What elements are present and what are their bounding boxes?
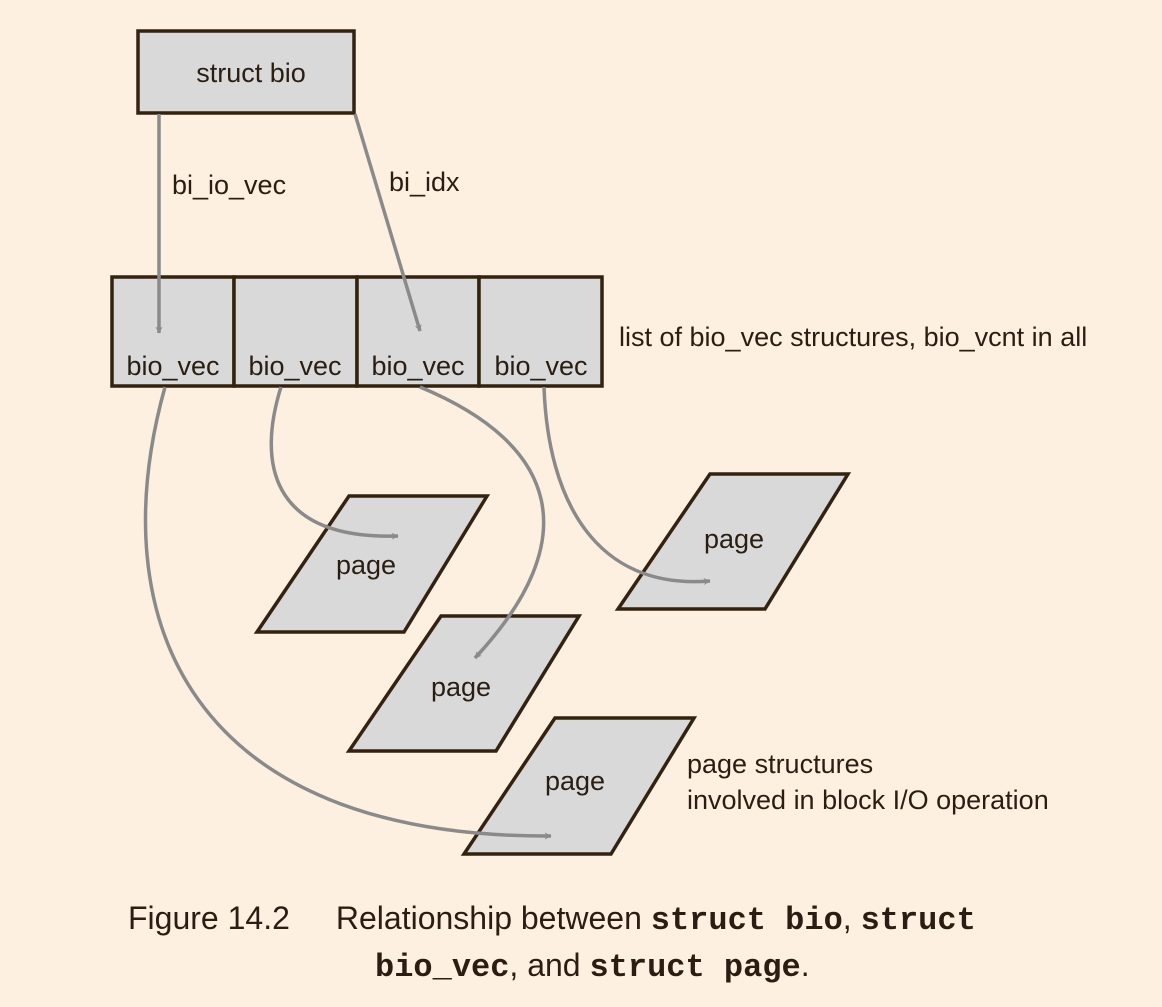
bi-idx-label: bi_idx bbox=[389, 167, 460, 197]
caption-sep: , and bbox=[509, 947, 581, 983]
bio-vec-to-page-arrow bbox=[143, 386, 552, 840]
bio-vec-node: bio_vec bbox=[477, 275, 604, 388]
bi-idx-arrow bbox=[353, 113, 422, 332]
page-note-line1: page structures bbox=[687, 749, 873, 779]
bi-io-vec-label: bi_io_vec bbox=[172, 170, 286, 200]
page-label: page bbox=[704, 524, 764, 554]
bio-vec-to-page-arrow bbox=[419, 385, 546, 660]
diagram: struct bio bio_vec bio_vec bio_vec bio_v… bbox=[110, 29, 1087, 856]
page-node: page bbox=[460, 716, 698, 856]
bio-vec-list: bio_vec bio_vec bio_vec bio_vec bbox=[110, 275, 604, 388]
caption-label: Figure 14.2 bbox=[128, 900, 290, 936]
bio-vec-label: bio_vec bbox=[248, 351, 341, 381]
page-note-line2: involved in block I/O operation bbox=[687, 785, 1049, 815]
bio-vec-label: bio_vec bbox=[494, 351, 587, 381]
bio-vec-node: bio_vec bbox=[355, 275, 481, 388]
caption-code-bio-vec: bio_vec bbox=[375, 949, 510, 986]
page-node: page bbox=[614, 472, 852, 611]
caption-line-1: Figure 14.2 Relationship between struct b… bbox=[128, 895, 976, 944]
page-label: page bbox=[431, 672, 491, 702]
caption-code-struct-bio: struct bio bbox=[650, 902, 843, 939]
caption-line-2: bio_vec, and struct page. bbox=[375, 942, 810, 991]
page-node: page bbox=[253, 494, 491, 634]
struct-bio-label: struct bio bbox=[196, 58, 306, 88]
struct-bio-node: struct bio bbox=[136, 29, 356, 115]
caption-end: . bbox=[800, 947, 810, 983]
page-label: page bbox=[336, 550, 396, 580]
caption-sep: , bbox=[842, 900, 852, 936]
bio-vec-node: bio_vec bbox=[232, 275, 359, 388]
bio-vec-label: bio_vec bbox=[371, 351, 464, 381]
caption-code-struct: struct bbox=[860, 902, 976, 939]
bio-vec-node: bio_vec bbox=[110, 275, 236, 388]
bio-vec-label: bio_vec bbox=[126, 351, 219, 381]
caption-text-prefix: Relationship between bbox=[335, 900, 642, 936]
bio-vec-to-page-arrow bbox=[542, 386, 711, 585]
page-node: page bbox=[345, 614, 583, 753]
bio-vec-to-page-arrow bbox=[269, 386, 399, 540]
caption-code-struct-page: struct page bbox=[589, 949, 801, 986]
page-label: page bbox=[545, 766, 605, 796]
list-note: list of bio_vec structures, bio_vcnt in … bbox=[619, 322, 1087, 352]
